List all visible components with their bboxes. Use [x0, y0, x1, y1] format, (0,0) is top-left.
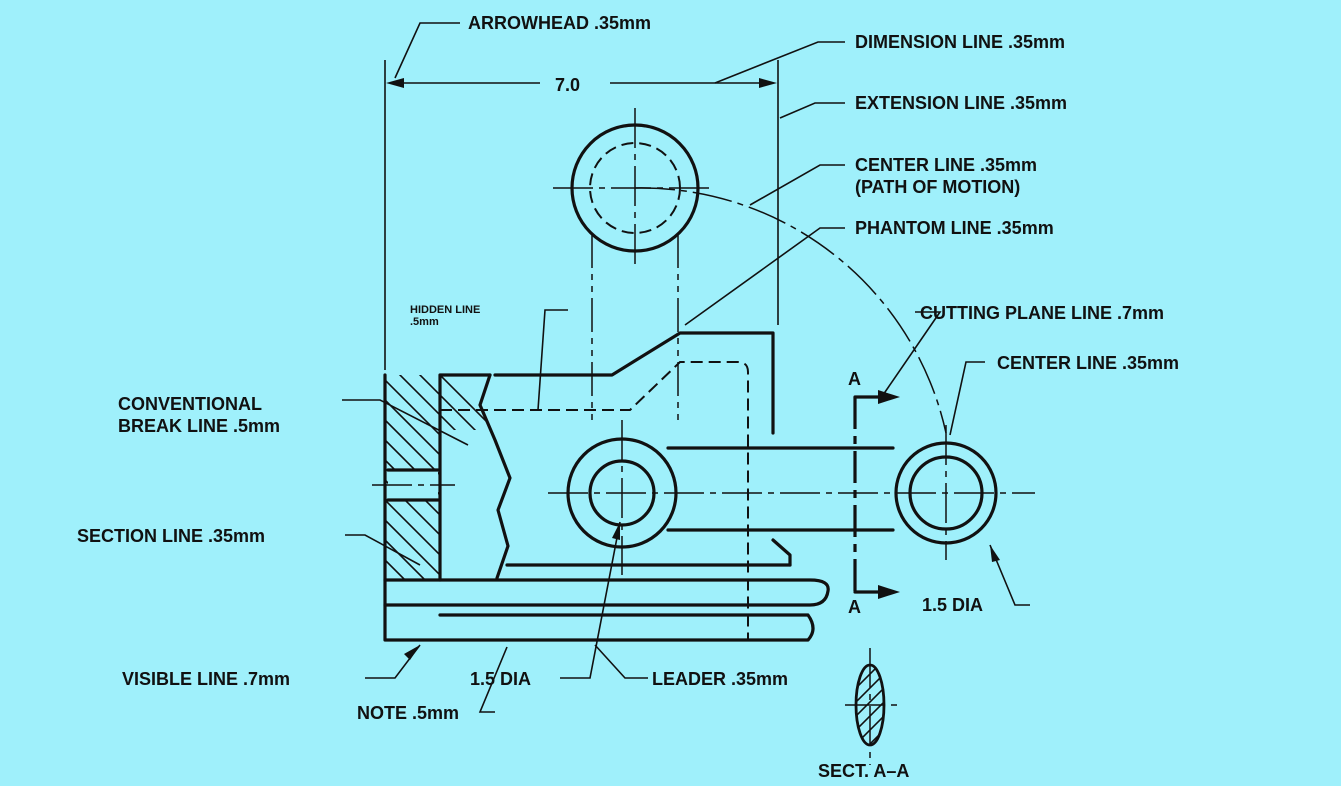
label-arrowhead: ARROWHEAD .35mm	[468, 13, 651, 33]
label-section-title: SECT. A–A	[818, 761, 909, 781]
label-section-a-bottom: A	[848, 597, 861, 617]
label-dimension-value: 7.0	[555, 75, 580, 95]
label-dia-right: 1.5 DIA	[922, 595, 983, 615]
hidden-line	[440, 361, 749, 640]
label-phantom-line: PHANTOM LINE .35mm	[855, 218, 1054, 238]
label-leader: LEADER .35mm	[652, 669, 788, 689]
dimension-arrowhead-right	[759, 78, 777, 88]
part-outline	[493, 331, 775, 435]
label-visible-line: VISIBLE LINE .7mm	[122, 669, 290, 689]
base-bar	[383, 373, 815, 642]
label-note: NOTE .5mm	[357, 703, 459, 723]
section-inner-edge	[438, 373, 492, 582]
label-center-line-path: CENTER LINE .35mm	[855, 155, 1037, 175]
label-section-a-top: A	[848, 369, 861, 389]
leader-arrowheads	[404, 522, 1000, 660]
conventional-break-line	[478, 373, 512, 580]
label-section-line: SECTION LINE .35mm	[77, 526, 265, 546]
label-hidden-line-weight: .5mm	[410, 316, 439, 328]
label-extension-line: EXTENSION LINE .35mm	[855, 93, 1067, 113]
leader-lines	[342, 22, 1030, 713]
label-hidden-line: HIDDEN LINE	[410, 304, 480, 316]
right-web-edge	[771, 538, 792, 567]
base-flange	[383, 578, 830, 607]
label-center-line: CENTER LINE .35mm	[997, 353, 1179, 373]
path-of-motion-arc	[634, 187, 947, 434]
label-dimension-line: DIMENSION LINE .35mm	[855, 32, 1065, 52]
label-path-of-motion: (PATH OF MOTION)	[855, 177, 1020, 197]
label-cutting-plane-line: CUTTING PLANE LINE .7mm	[920, 303, 1164, 323]
label-break-line: BREAK LINE .5mm	[118, 416, 280, 436]
cutting-plane-arrowhead-top	[878, 390, 900, 404]
dimension-arrowhead-left	[386, 78, 404, 88]
section-aa-view	[845, 648, 898, 765]
label-conventional: CONVENTIONAL	[118, 394, 262, 414]
cutting-plane-arrowhead-bottom	[878, 585, 900, 599]
section-hatching	[385, 375, 490, 580]
label-dia-left: 1.5 DIA	[470, 669, 531, 689]
